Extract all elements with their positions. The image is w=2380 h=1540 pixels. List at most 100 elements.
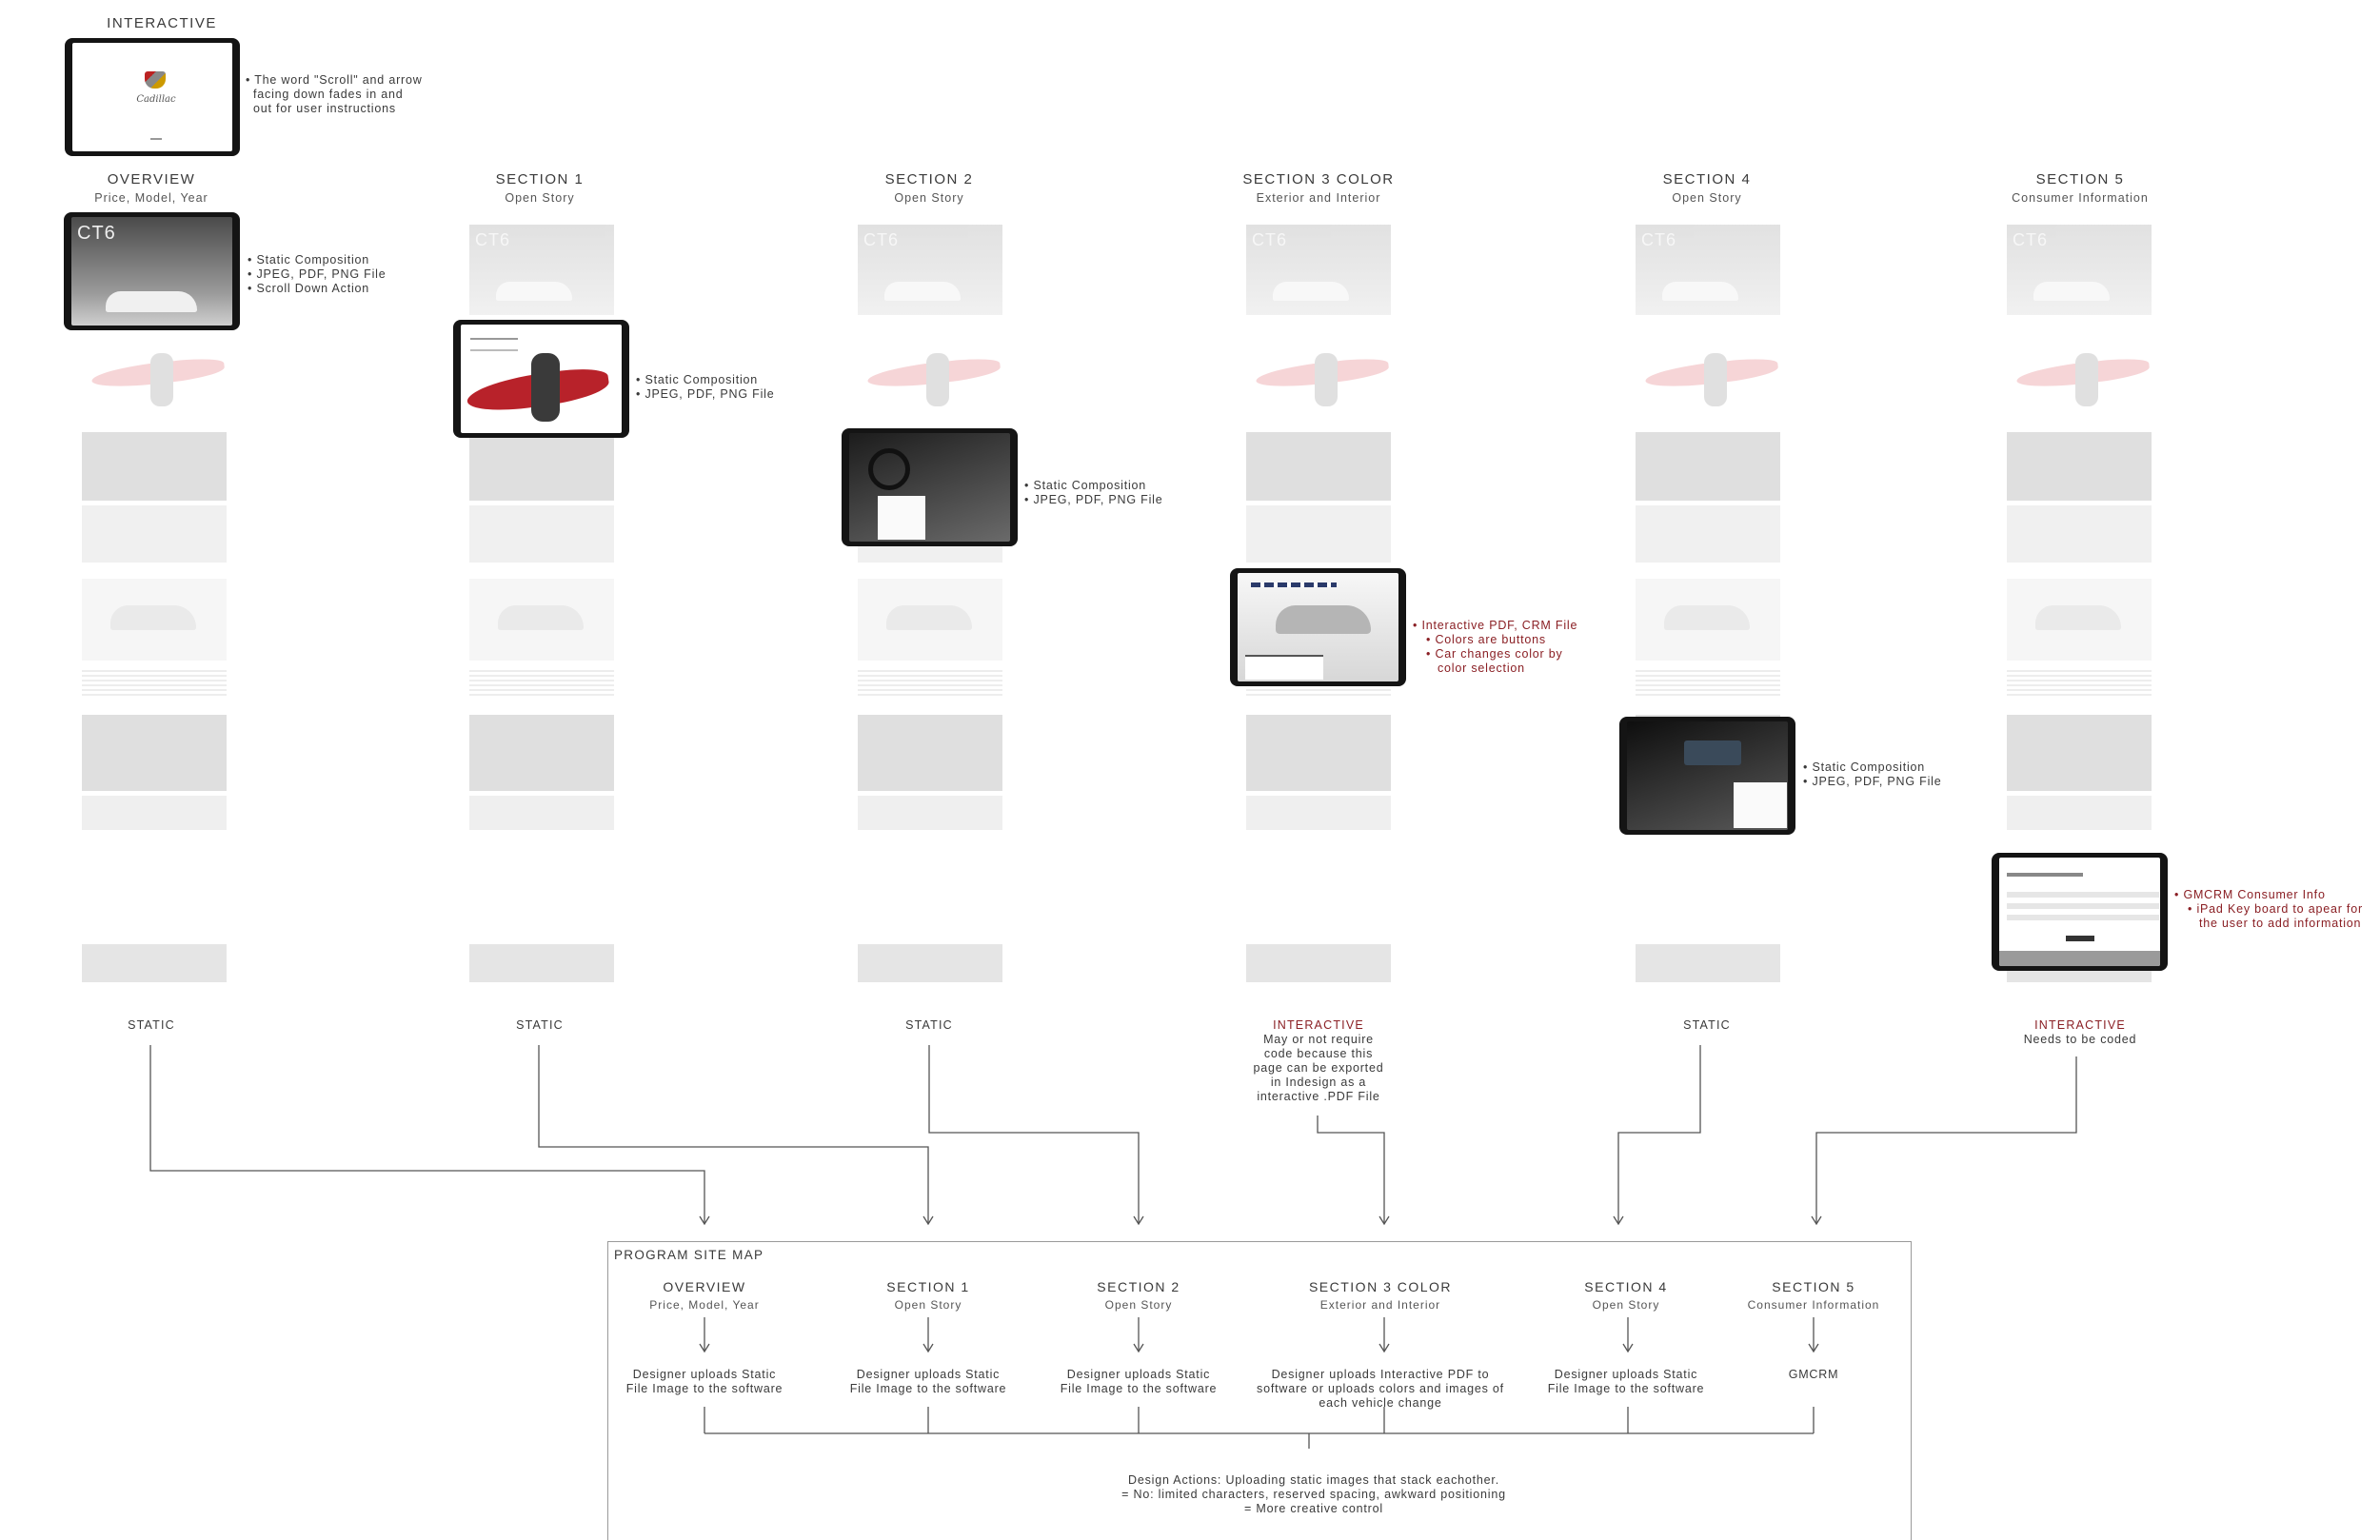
sitemap-down-arrow (922, 1343, 934, 1353)
keyboard-area (1999, 951, 2160, 966)
strip-red-graphic (866, 353, 1002, 406)
scroll-indicator (150, 138, 162, 140)
car-topview-shape (926, 353, 949, 406)
note-line: • Static Composition (636, 373, 759, 386)
page-strip-preview: CT6 (858, 225, 1002, 997)
action-line: GMCRM (1788, 1368, 1839, 1381)
site-map-action: GMCRM (1671, 1368, 1956, 1382)
column-notes: • Interactive PDF, CRM File• Colors are … (1413, 619, 1577, 676)
column-notes: • Static Composition• JPEG, PDF, PNG Fil… (248, 253, 387, 296)
ipad-mockup (1992, 853, 2168, 971)
strip-gallery-block (469, 505, 614, 563)
silver-car (1276, 605, 1371, 634)
ipad-screen (1238, 573, 1398, 681)
program-site-map (607, 1241, 1912, 1540)
page-strip-preview: CT6 (82, 225, 227, 997)
strip-dashboard-block (82, 715, 227, 791)
note-line: • GMCRM Consumer Info (2174, 888, 2326, 901)
strip-footer-block (469, 944, 614, 982)
ipad-screen (1999, 858, 2160, 966)
column-notes: • GMCRM Consumer Info• iPad Key board to… (2174, 888, 2363, 931)
note-line: • Static Composition (1803, 760, 1926, 774)
text-lines (470, 338, 518, 351)
connector-arrow (699, 1215, 710, 1226)
site-map-column-title: OVERVIEW (663, 1279, 746, 1294)
strip-hero-block: CT6 (2007, 225, 2152, 315)
strip-interior-block (1246, 432, 1391, 501)
connector-arrow (1378, 1215, 1390, 1226)
site-map-column-title: SECTION 5 (1772, 1279, 1855, 1294)
column-subtitle: Price, Model, Year (94, 191, 208, 205)
note-line: color selection (1438, 661, 1525, 675)
strip-hero-car (884, 282, 961, 301)
action-line: Designer uploads Static (1554, 1368, 1698, 1381)
strip-hero-logo: CT6 (863, 230, 900, 249)
strip-silver-car (858, 579, 1002, 661)
strip-hero-block: CT6 (469, 225, 614, 315)
connector-route (928, 1045, 1140, 1224)
ipad-mockup (842, 428, 1018, 546)
strip-hero-car (1273, 282, 1349, 301)
car-topview-shape (1315, 353, 1338, 406)
connector-arrow (1613, 1215, 1624, 1226)
strip-dashboard-block (1246, 715, 1391, 791)
action-line: File Image to the software (849, 1382, 1007, 1395)
action-line: File Image to the software (1547, 1382, 1705, 1395)
ipad-screen (849, 433, 1010, 542)
status-note-line: in Indesign as a (1270, 1076, 1367, 1089)
strip-thumbs-block (82, 796, 227, 830)
column-status: INTERACTIVE (1273, 1018, 1364, 1032)
column-subtitle: Open Story (894, 191, 964, 205)
car-topview-shape (150, 353, 173, 406)
strip-dashboard-block (2007, 715, 2152, 791)
strip-interior-block (82, 432, 227, 501)
column-subtitle: Consumer Information (2012, 191, 2149, 205)
strip-hero-logo: CT6 (1641, 230, 1677, 249)
intro-note-line2: facing down fades in and (253, 88, 404, 101)
site-map-title: PROGRAM SITE MAP (614, 1248, 764, 1262)
connector-arrow (1133, 1215, 1144, 1226)
strip-gallery-block (82, 505, 227, 563)
strip-red-graphic (2015, 353, 2151, 406)
site-map-column-subtitle: Open Story (1592, 1298, 1660, 1312)
ipad-screen (1627, 721, 1788, 830)
site-map-column-subtitle: Consumer Information (1747, 1298, 1880, 1312)
site-map-summary: Design Actions: Uploading static images … (1028, 1473, 1599, 1516)
sitemap-down-arrow (1622, 1343, 1634, 1353)
note-line: • JPEG, PDF, PNG File (1803, 775, 1942, 788)
connector-route (1815, 1056, 2077, 1224)
strip-red-graphic (1644, 353, 1779, 406)
strip-hero-block: CT6 (1246, 225, 1391, 315)
hero-car (106, 291, 197, 312)
strip-gallery-block (2007, 505, 2152, 563)
strip-footer-block (858, 944, 1002, 982)
strip-hero-block: CT6 (1636, 225, 1780, 315)
column-status: STATIC (905, 1018, 953, 1032)
ipad-mockup: CT6 (64, 212, 240, 330)
note-line: • Static Composition (248, 253, 370, 267)
connector-route (1617, 1045, 1701, 1224)
action-line: each vehicle change (1319, 1396, 1442, 1410)
sitemap-down-arrow (1378, 1343, 1390, 1353)
strip-footer-block (1246, 944, 1391, 982)
sitemap-down-arrow (699, 1343, 710, 1353)
form-fields (2007, 892, 2159, 926)
submit-button (2066, 936, 2094, 941)
strip-red-graphic (1255, 353, 1390, 406)
strip-hero-car (1662, 282, 1738, 301)
site-map-column-title: SECTION 4 (1584, 1279, 1668, 1294)
status-note-line: page can be exported (1253, 1061, 1384, 1075)
action-line: File Image to the software (1060, 1382, 1218, 1395)
sitemap-down-arrow (1133, 1343, 1144, 1353)
note-line: • Scroll Down Action (248, 282, 370, 295)
note-line: • iPad Key board to apear for (2188, 902, 2363, 916)
action-line: Designer uploads Static (632, 1368, 777, 1381)
strip-silver-car (82, 579, 227, 661)
intro-screen: Cadillac (72, 43, 232, 151)
site-map-column-title: SECTION 1 (886, 1279, 970, 1294)
connector-arrow (922, 1215, 934, 1226)
